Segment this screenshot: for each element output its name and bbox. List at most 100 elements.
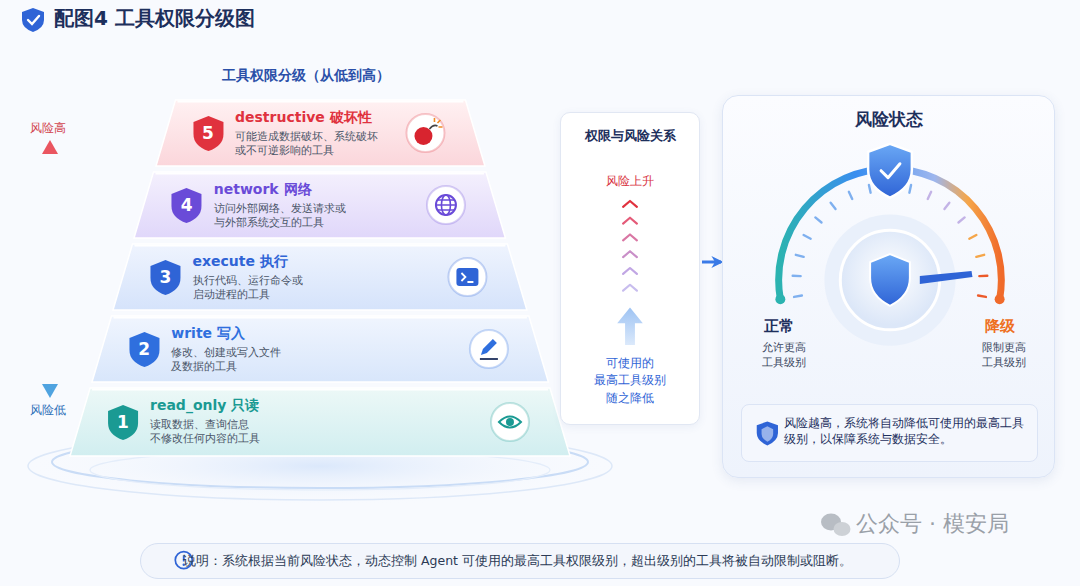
risk-note-box: 风险越高，系统将自动降低可使用的最高工具级别，以保障系统与数据安全。 [741, 404, 1038, 462]
decoration [92, 316, 548, 382]
level-description: 修改、创建或写入文件 及数据的工具 [171, 345, 296, 373]
level-band-shape [92, 316, 548, 382]
level-name: network 网络 [214, 180, 312, 199]
decoration [177, 101, 463, 103]
decoration [470, 330, 508, 368]
decoration [151, 260, 181, 295]
gauge-end-label: 降级 [985, 316, 1015, 336]
decoration [506, 418, 514, 426]
decoration [815, 217, 821, 222]
level-number: 1 [108, 406, 138, 439]
decoration [870, 254, 910, 306]
decoration [456, 268, 478, 286]
level-number: 2 [129, 333, 159, 366]
decoration [172, 188, 202, 223]
panel-note: 可使用的 最高工具级别 随之降低 [585, 355, 675, 407]
footnote-text: 说明：系统根据当前风险状态，动态控制 Agent 可使用的最高工具权限级别，超出… [183, 553, 889, 570]
title-shield-icon [22, 8, 44, 32]
decoration [193, 116, 223, 151]
level-number: 4 [172, 189, 202, 222]
decoration [448, 258, 486, 296]
decoration [461, 273, 473, 282]
decoration [762, 426, 774, 441]
diagram-title: 配图4 工具权限分级图 [54, 5, 255, 32]
decoration [796, 255, 804, 257]
section-heading: 工具权限分级（从低到高） [222, 66, 390, 85]
decoration [617, 307, 643, 344]
flow-arrow [702, 261, 721, 264]
decoration [156, 173, 484, 175]
decoration [134, 172, 505, 238]
decoration [881, 164, 900, 178]
decoration [427, 186, 465, 224]
decoration [129, 332, 159, 367]
decoration [944, 203, 949, 209]
decoration [92, 389, 548, 391]
decoration [869, 185, 871, 193]
level-name: read_only 只读 [150, 396, 259, 415]
panel-heading: 风险状态 [723, 108, 1054, 131]
decoration [623, 268, 637, 274]
gauge-end-note: 限制更高 工具级别 [968, 341, 1040, 371]
decoration [849, 192, 852, 199]
note-text: 风险越高，系统将自动降低可使用的最高工具级别，以保障系统与数据安全。 [784, 415, 1028, 447]
axis-label: 风险低 [30, 403, 66, 419]
decoration [436, 195, 456, 215]
level-name: write 写入 [171, 324, 245, 343]
decoration [757, 421, 778, 445]
decoration [623, 201, 637, 207]
level-description: 执行代码、运行命令或 启动进程的工具 [193, 273, 318, 301]
decoration [909, 185, 911, 193]
decoration [995, 294, 1005, 304]
gauge-end-label: 正常 [764, 316, 794, 336]
decoration [113, 317, 526, 319]
decoration [135, 245, 506, 247]
level-name: destructive 破坏性 [235, 108, 372, 127]
tool-level-band: 2 write 写入修改、创建或写入文件 及数据的工具 [92, 316, 548, 382]
decoration [794, 296, 802, 297]
decoration [775, 294, 785, 304]
decoration [491, 403, 529, 441]
decoration [868, 144, 912, 198]
decoration [958, 217, 964, 222]
tool-level-band: 5destructive 破坏性可能造成数据破坏、系统破坏 或不可逆影响的工具 [156, 100, 485, 166]
risk-up-label: 风险上升 [561, 173, 699, 189]
decoration [429, 125, 437, 129]
decoration [499, 417, 521, 428]
decoration [70, 388, 570, 456]
risk-axis [48, 150, 53, 388]
decoration [976, 255, 984, 257]
title-shield-check [28, 16, 39, 24]
decoration [108, 405, 138, 440]
decoration [793, 275, 801, 278]
tool-level-band: 4network 网络访问外部网络、发送请求或 与外部系统交互的工具 [134, 172, 505, 238]
decoration [623, 234, 637, 240]
decoration [623, 218, 637, 224]
risk-axis-head-bottom [42, 384, 58, 398]
decoration [831, 203, 836, 209]
decoration [480, 358, 498, 360]
risk-state-panel: 风险状态风险越高，系统将自动降低可使用的最高工具级别，以保障系统与数据安全。 [722, 95, 1055, 478]
level-band-shape [70, 388, 570, 456]
decoration [969, 235, 976, 239]
watermark: 公众号 · 模安局 [856, 509, 1009, 539]
decoration [434, 118, 442, 127]
decoration [481, 339, 497, 355]
gauge-end-note: 允许更高 工具级别 [748, 341, 820, 371]
decoration [920, 271, 973, 284]
panel-heading: 权限与风险关系 [561, 127, 699, 145]
decoration [979, 275, 987, 278]
decoration [623, 285, 637, 291]
decoration [113, 244, 527, 310]
decoration [804, 235, 811, 239]
level-band-shape [113, 244, 527, 310]
level-name: execute 执行 [193, 252, 288, 271]
tool-level-band: 1read_only 只读读取数据、查询信息 不修改任何内容的工具 [70, 388, 570, 456]
decoration [978, 296, 986, 297]
decoration [436, 200, 456, 210]
axis-label: 风险高 [30, 121, 66, 137]
level-number: 3 [151, 261, 181, 294]
decoration [834, 522, 851, 536]
relation-panel: 权限与风险关系风险上升可使用的 最高工具级别 随之降低 [560, 112, 700, 425]
